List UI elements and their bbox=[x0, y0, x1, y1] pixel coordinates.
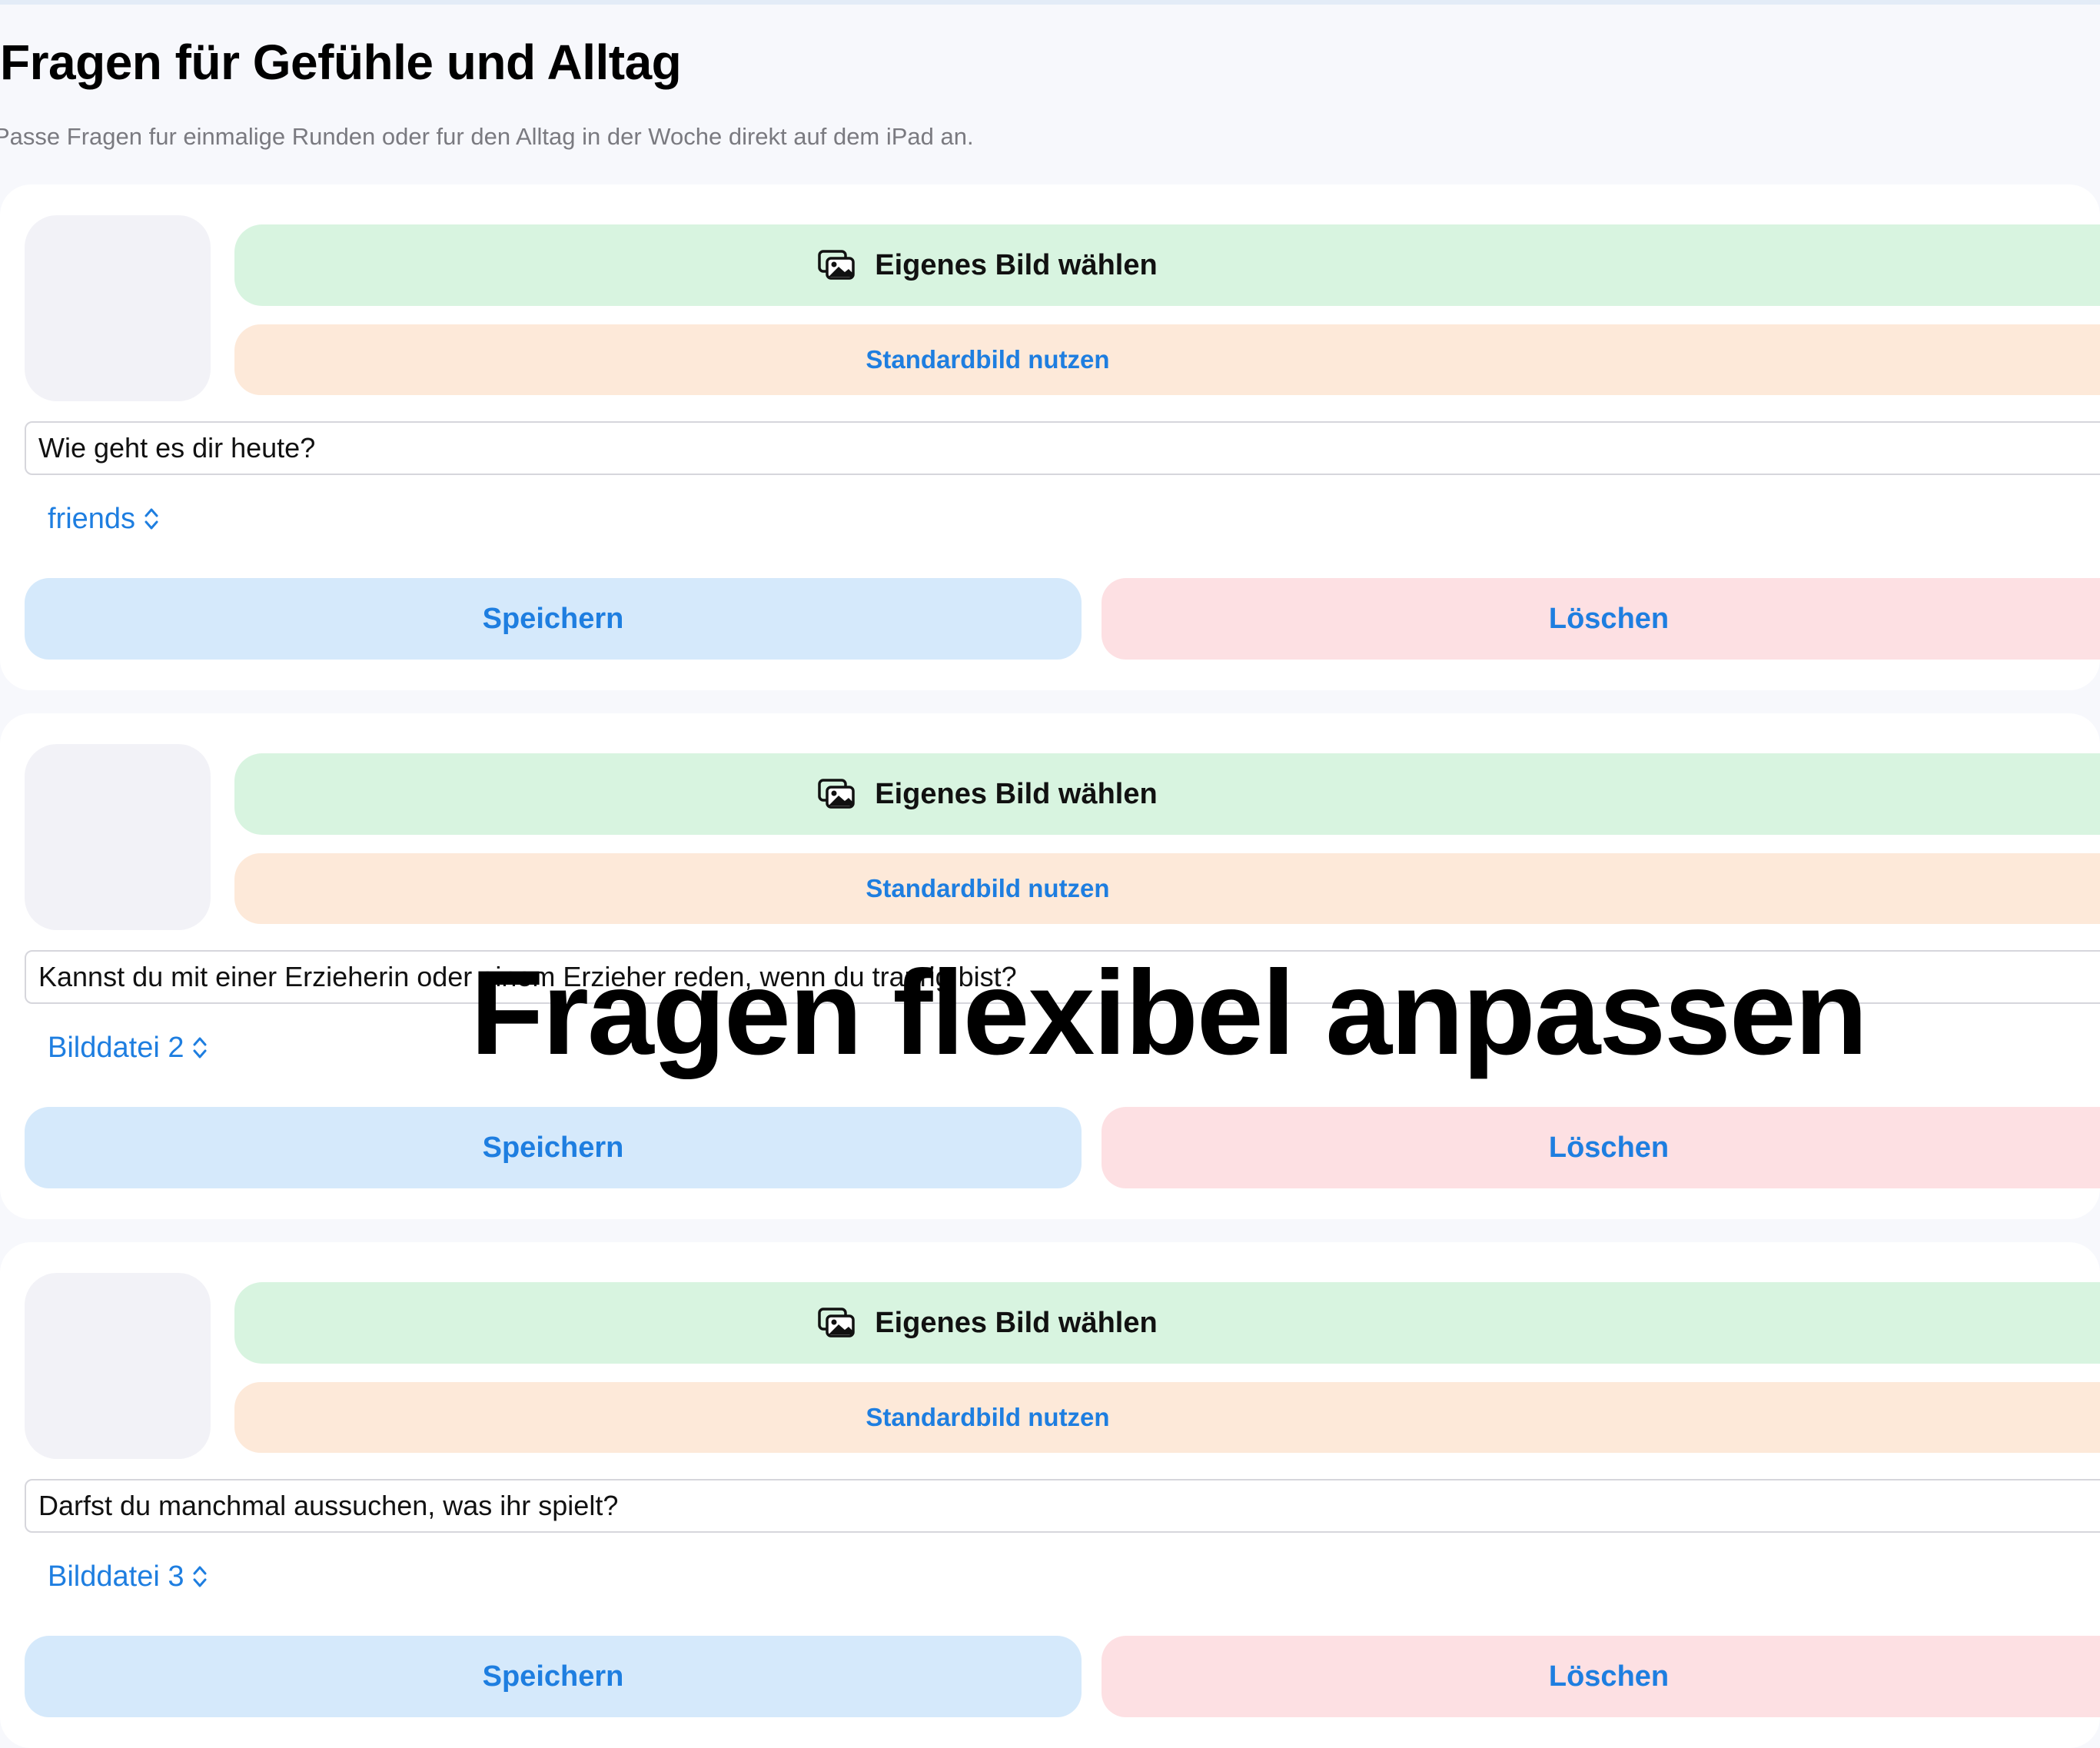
chevron-updown-icon bbox=[193, 1566, 207, 1587]
choose-image-button[interactable]: Eigenes Bild wählen bbox=[234, 224, 2100, 306]
choose-image-label: Eigenes Bild wählen bbox=[875, 248, 1158, 281]
image-thumbnail[interactable] bbox=[25, 744, 211, 930]
choose-image-label: Eigenes Bild wählen bbox=[875, 777, 1158, 810]
question-input[interactable] bbox=[25, 421, 2100, 475]
default-image-label: Standardbild nutzen bbox=[866, 1403, 1110, 1431]
photo-stack-icon bbox=[818, 779, 856, 809]
save-button[interactable]: Speichern bbox=[25, 1636, 1082, 1717]
photo-stack-icon bbox=[818, 1308, 856, 1338]
image-file-picker[interactable]: Bilddatei 2 bbox=[48, 1029, 208, 1067]
image-file-picker[interactable]: friends bbox=[48, 500, 160, 538]
save-label: Speichern bbox=[482, 602, 624, 635]
chevron-updown-icon bbox=[145, 508, 158, 530]
chevron-updown-icon bbox=[193, 1037, 207, 1058]
question-card: Eigenes Bild wählen Standardbild nutzen … bbox=[0, 1242, 2100, 1748]
default-image-label: Standardbild nutzen bbox=[866, 345, 1110, 374]
choose-image-button[interactable]: Eigenes Bild wählen bbox=[234, 1282, 2100, 1364]
image-thumbnail[interactable] bbox=[25, 1273, 211, 1459]
top-edge-line bbox=[0, 0, 2100, 5]
delete-label: Löschen bbox=[1548, 1131, 1670, 1164]
default-image-label: Standardbild nutzen bbox=[866, 874, 1110, 902]
page-title: Fragen für Gefühle und Alltag bbox=[0, 35, 682, 90]
image-file-picker[interactable]: Bilddatei 3 bbox=[48, 1557, 208, 1596]
delete-label: Löschen bbox=[1548, 602, 1670, 635]
question-card: Eigenes Bild wählen Standardbild nutzen … bbox=[0, 184, 2100, 690]
question-input[interactable] bbox=[25, 1479, 2100, 1533]
save-label: Speichern bbox=[482, 1660, 624, 1693]
photo-stack-icon bbox=[818, 250, 856, 280]
save-label: Speichern bbox=[482, 1131, 624, 1164]
save-button[interactable]: Speichern bbox=[25, 578, 1082, 660]
choose-image-label: Eigenes Bild wählen bbox=[875, 1306, 1158, 1339]
page-subtitle: Passe Fragen fur einmalige Runden oder f… bbox=[0, 123, 974, 150]
save-button[interactable]: Speichern bbox=[25, 1107, 1082, 1188]
picker-value: Bilddatei 2 bbox=[48, 1031, 184, 1064]
delete-button[interactable]: Löschen bbox=[1102, 1636, 2100, 1717]
delete-label: Löschen bbox=[1548, 1660, 1670, 1693]
image-thumbnail[interactable] bbox=[25, 215, 211, 401]
default-image-button[interactable]: Standardbild nutzen bbox=[234, 324, 2100, 395]
picker-value: friends bbox=[48, 502, 136, 535]
delete-button[interactable]: Löschen bbox=[1102, 578, 2100, 660]
delete-button[interactable]: Löschen bbox=[1102, 1107, 2100, 1188]
question-input[interactable] bbox=[25, 950, 2100, 1004]
choose-image-button[interactable]: Eigenes Bild wählen bbox=[234, 753, 2100, 835]
default-image-button[interactable]: Standardbild nutzen bbox=[234, 1382, 2100, 1453]
overlay-caption: Fragen flexibel anpassen bbox=[470, 946, 1868, 1080]
picker-value: Bilddatei 3 bbox=[48, 1560, 184, 1593]
question-card: Eigenes Bild wählen Standardbild nutzen … bbox=[0, 713, 2100, 1219]
default-image-button[interactable]: Standardbild nutzen bbox=[234, 853, 2100, 924]
